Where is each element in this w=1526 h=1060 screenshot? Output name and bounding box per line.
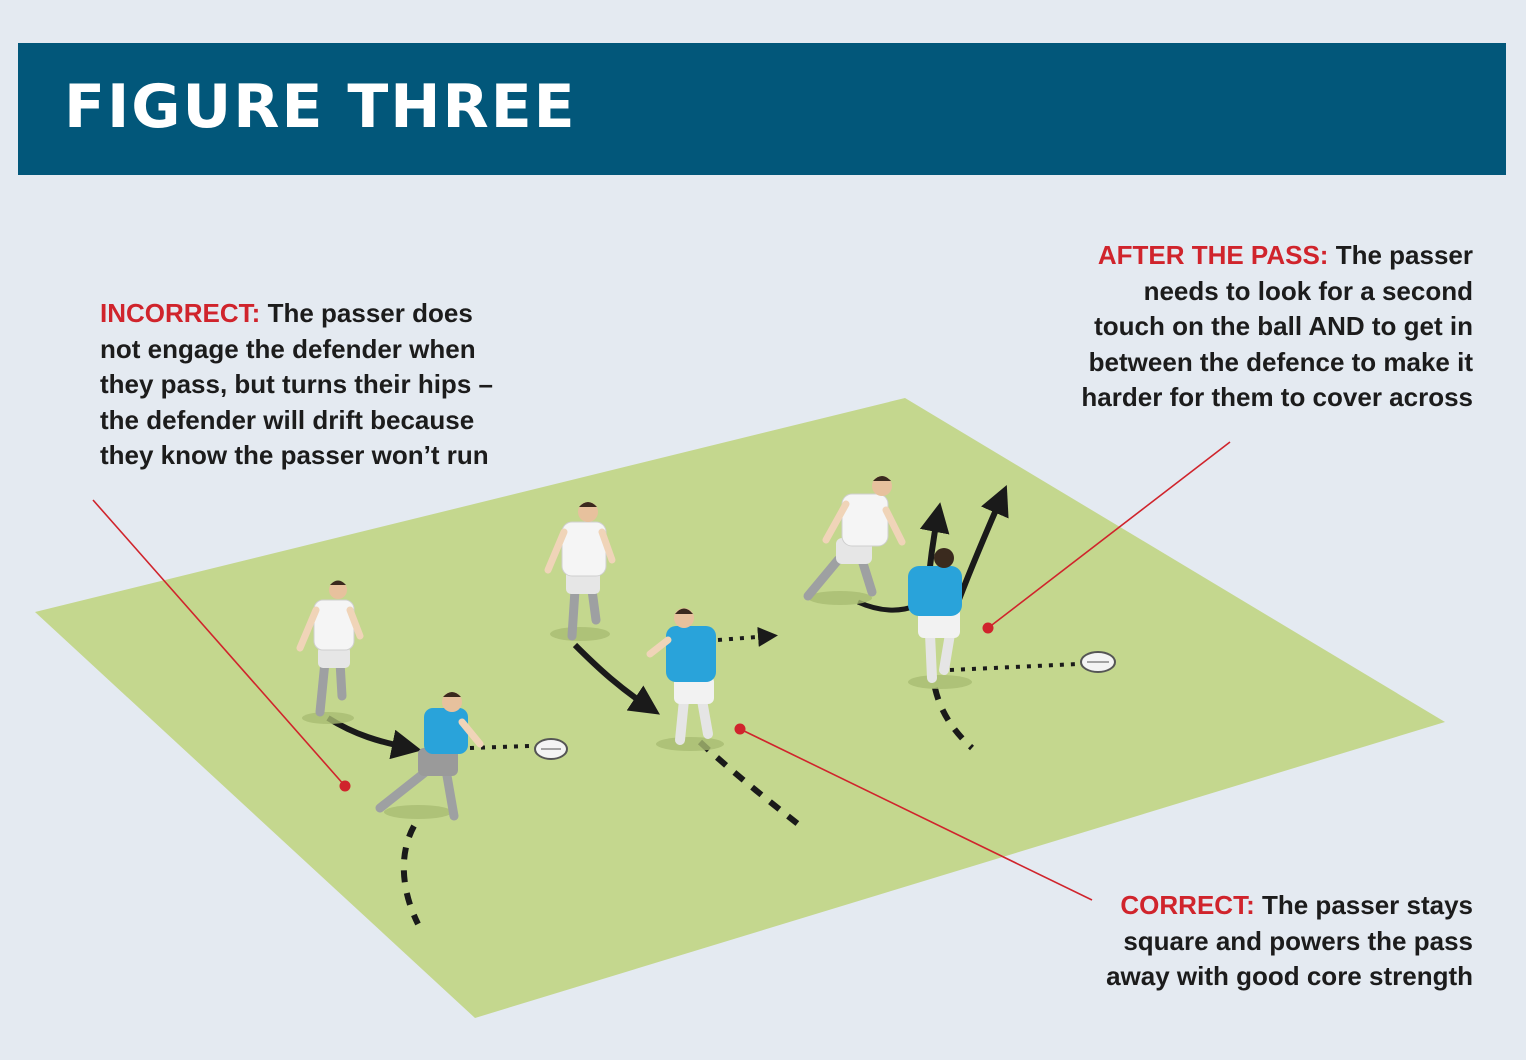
callout-incorrect-keyword: INCORRECT: [100,298,261,328]
white-player-3 [803,476,906,605]
callout-correct-line [734,723,1093,901]
callout-correct-line-3: away with good core strength [1106,961,1473,991]
callout-incorrect-line-5: they know the passer won’t run [100,440,489,470]
callout-correct-keyword: CORRECT: [1120,890,1255,920]
callout-after-line-5: harder for them to cover across [1081,382,1473,412]
callout-after-pass: AFTER THE PASS: The passer needs to look… [1033,238,1473,416]
callout-incorrect-line-4: the defender will drift because [100,404,475,435]
blue-player-2 [646,608,724,751]
callout-correct-line-1: The passer stays [1261,890,1473,920]
dashed-run-3 [932,687,975,751]
white-player-1 [296,580,364,724]
callout-after-line [982,441,1231,634]
callout-after-line-3: touch on the ball AND to get in [1094,311,1473,341]
rugby-ball-2 [1080,651,1116,673]
callout-after-line-1: The passer [1335,240,1473,270]
callout-after-line-2: needs to look for a second [1143,275,1473,306]
callout-incorrect-line-1: The passer does [267,298,473,328]
callout-incorrect-line-3: they pass, but turns their hips – [100,369,493,399]
blue-player-1 [375,692,484,821]
callout-correct-line-2: square and powers the pass [1123,925,1473,956]
blue-player-3 [908,548,972,689]
figure-title: FIGURE THREE [64,72,577,142]
figure-header: FIGURE THREE [18,43,1506,175]
callout-after-line-4: between the defence to make it [1088,346,1473,377]
rugby-ball-1 [534,738,568,760]
run-arrow-2 [572,642,660,715]
white-player-2 [544,502,616,641]
callout-incorrect-line [92,499,351,792]
callout-incorrect: INCORRECT: The passer does not engage th… [100,296,540,474]
pitch [35,398,1445,1018]
callout-incorrect-line-2: not engage the defender when [100,333,476,364]
callout-after-keyword: AFTER THE PASS: [1097,240,1329,270]
callout-correct: CORRECT: The passer stays square and pow… [1033,888,1473,995]
dashed-run-1 [400,824,421,926]
